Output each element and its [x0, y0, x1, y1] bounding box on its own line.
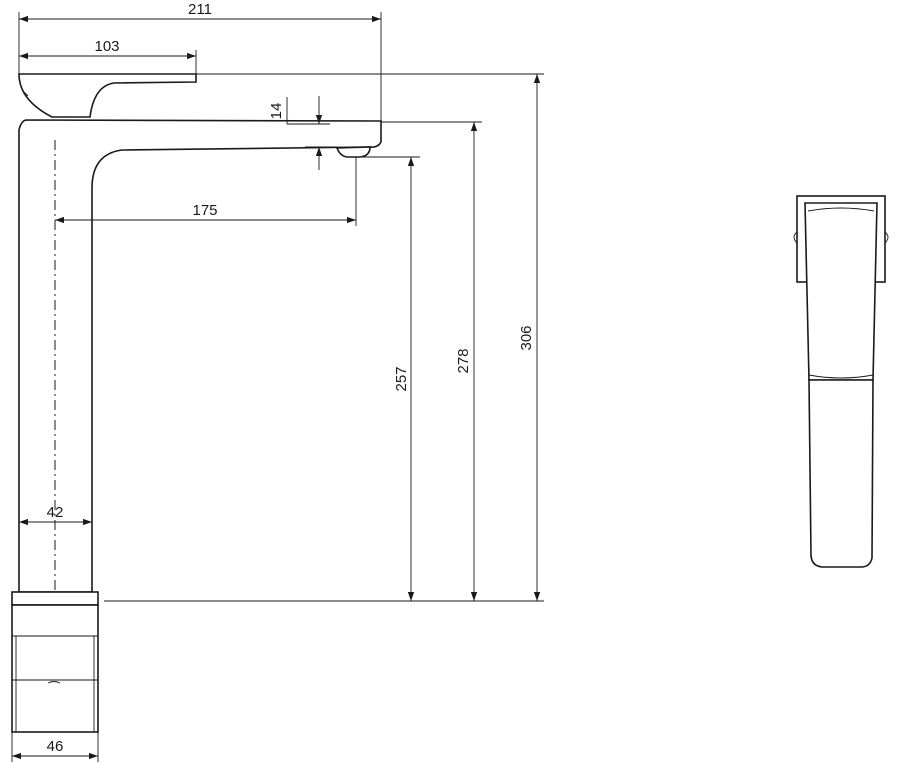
dim-outlet-height: 14 [268, 103, 285, 120]
handle-lever [18, 73, 197, 118]
handle-front-top-edge [807, 207, 875, 212]
dim-overall-height: 306 [518, 325, 535, 350]
mounting-shank [11, 604, 99, 733]
dim-overall-length: 211 [188, 1, 212, 18]
handle-front-bottom-edge [808, 374, 874, 379]
faucet-body [18, 119, 382, 593]
dim-height-to-spout-top: 278 [455, 348, 472, 373]
dim-handle-length: 103 [94, 38, 119, 55]
dimensions: 211 103 14 175 257 278 306 42 [11, 1, 544, 762]
body-front [808, 379, 874, 568]
bracket-pin-left [793, 231, 798, 244]
dim-height-to-outlet: 257 [393, 366, 410, 391]
base-flange [11, 591, 99, 606]
dim-body-width: 42 [47, 504, 64, 521]
handle-front [804, 202, 878, 381]
handle-joint [21, 89, 29, 97]
side-view [11, 73, 382, 733]
front-view [793, 195, 889, 568]
shank-marker [47, 681, 61, 684]
dim-spout-reach: 175 [192, 202, 217, 219]
bracket-pin-right [884, 231, 889, 244]
spout-aerator [335, 146, 371, 158]
dim-base-width: 46 [47, 738, 64, 755]
